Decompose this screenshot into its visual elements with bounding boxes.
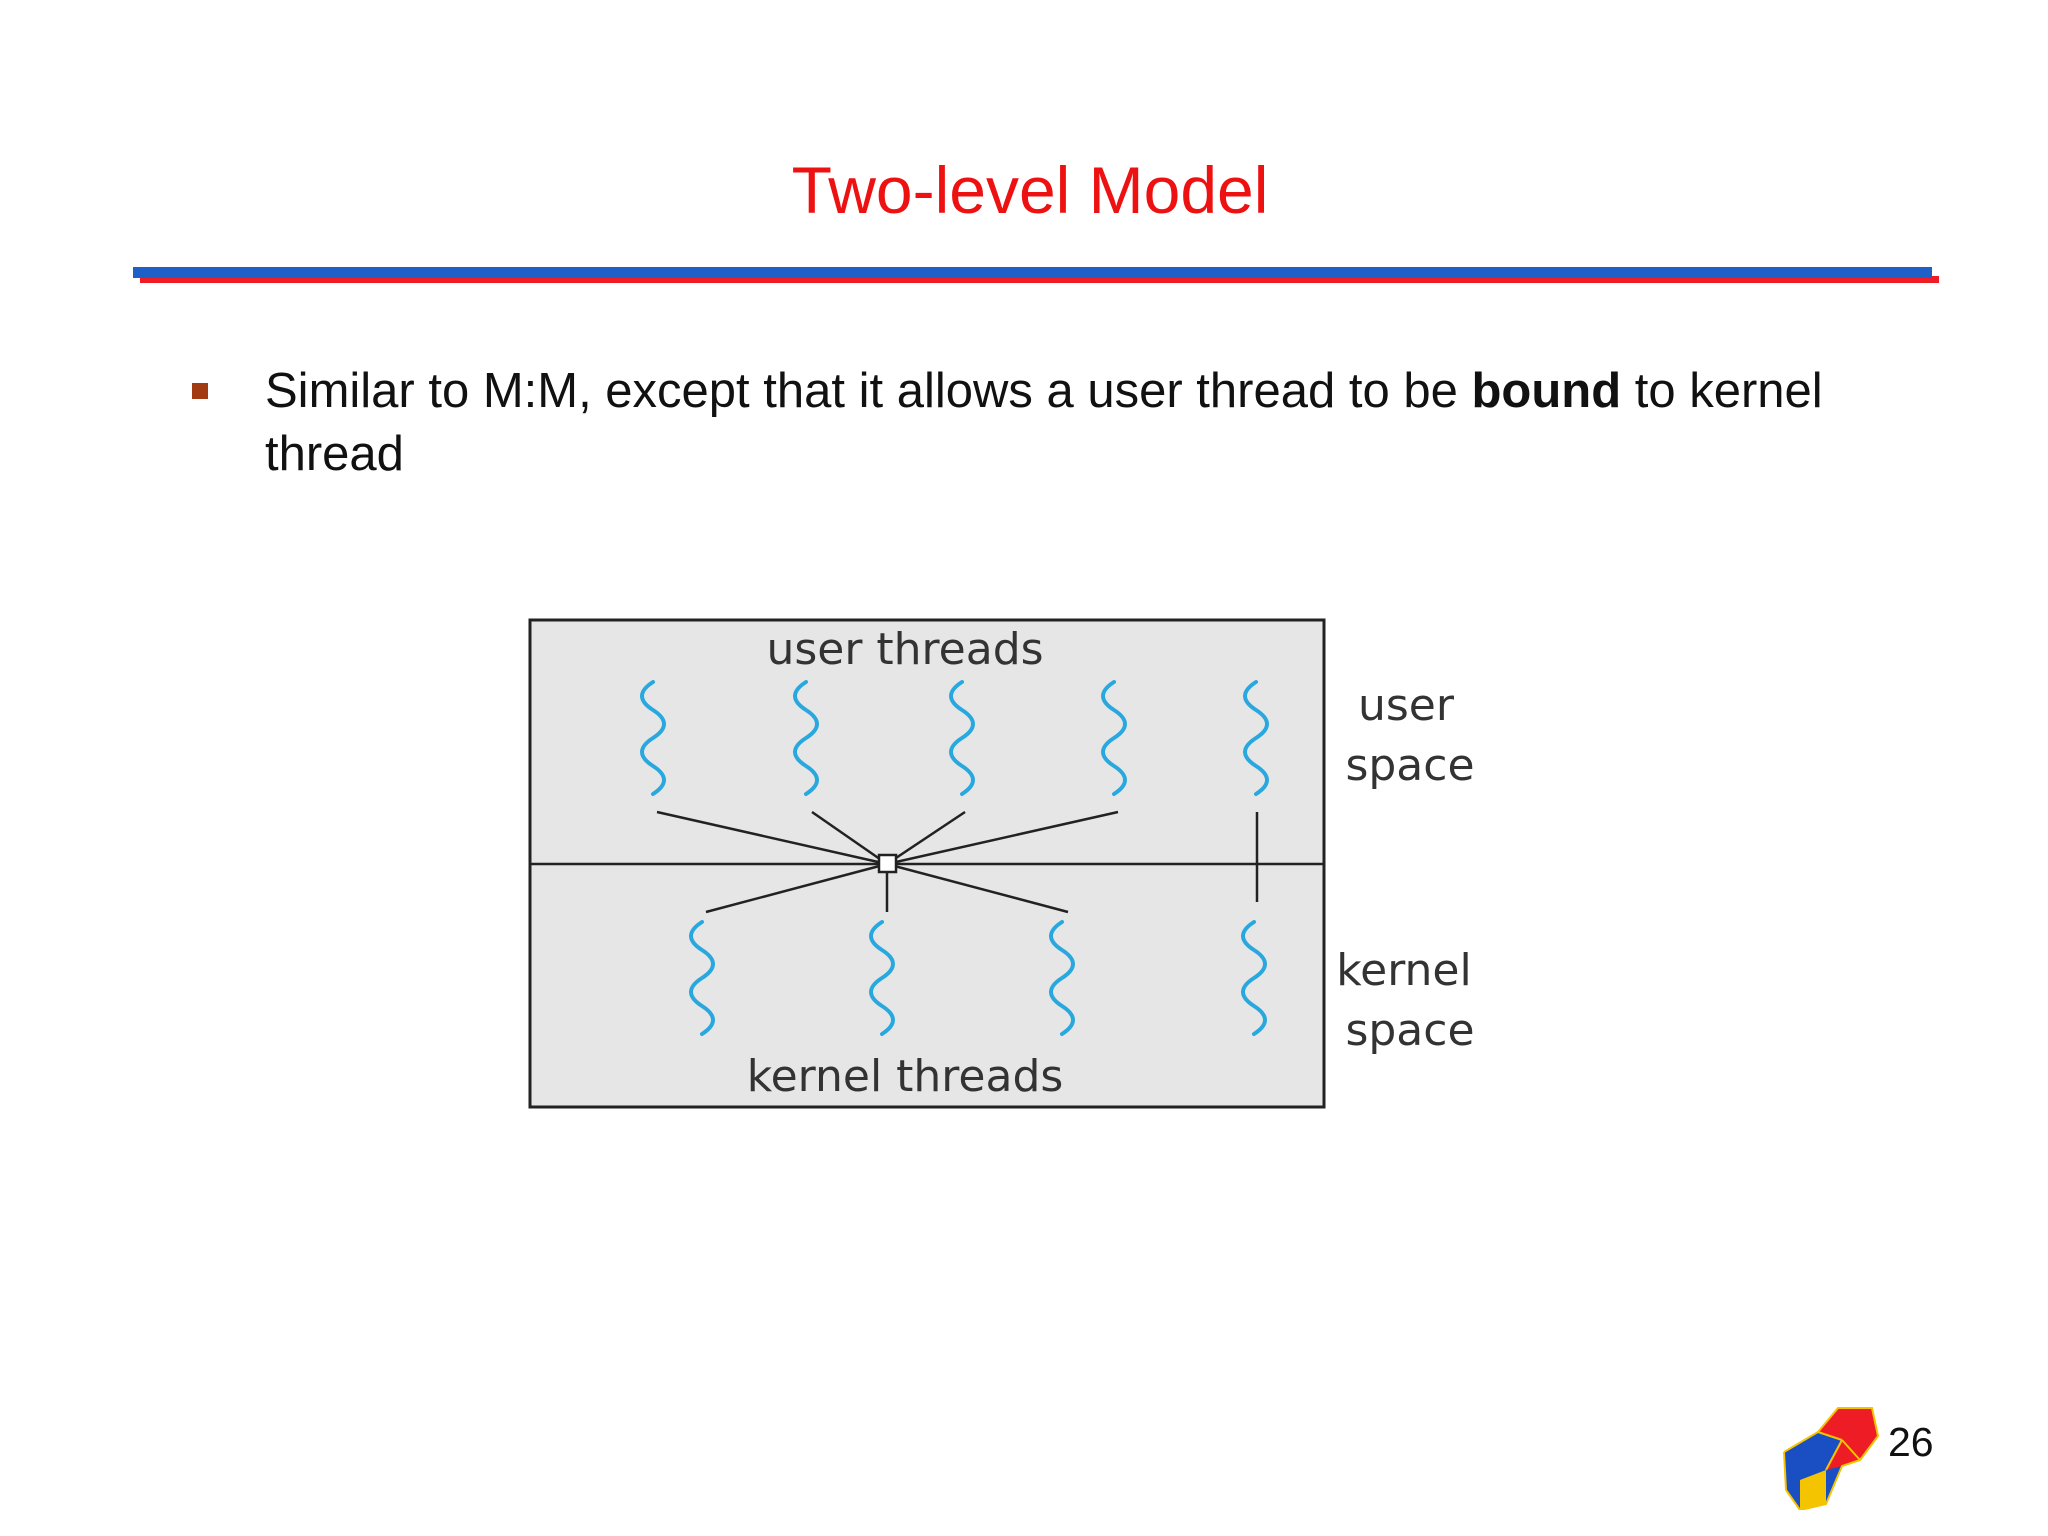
kernel-thread-squiggle xyxy=(1049,920,1075,1036)
user-thread-squiggle xyxy=(640,680,666,796)
kernel-thread-squiggle xyxy=(689,920,715,1036)
connection-line xyxy=(811,810,888,866)
kernel-thread-squiggle xyxy=(869,920,895,1036)
user-threads-label: user threads xyxy=(766,624,1043,675)
kernel-thread-squiggle xyxy=(1241,920,1267,1036)
kernel-space-label-line2: space xyxy=(1345,1005,1474,1056)
user-thread-squiggle xyxy=(1101,680,1127,796)
title-underline-blue xyxy=(133,267,1932,278)
user-thread-squiggle xyxy=(1243,680,1269,796)
bullet-bold-word: bound xyxy=(1471,364,1622,418)
page-number: 26 xyxy=(1888,1419,1934,1465)
user-thread-squiggle xyxy=(793,680,819,796)
kernel-space-label-line1: kernel xyxy=(1336,945,1471,996)
user-space-label-line2: space xyxy=(1345,740,1474,791)
connection-line xyxy=(886,810,966,866)
slide-title: Two-level Model xyxy=(791,153,1269,227)
bullet-text: Similar to M:M, except that it allows a … xyxy=(265,360,1825,486)
user-thread-squiggle xyxy=(949,680,975,796)
multiplexed-connections xyxy=(656,810,1119,914)
user-thread-squiggles xyxy=(640,680,1269,796)
title-underline-red xyxy=(140,276,1939,283)
bullet-text-after: to kernel thread xyxy=(265,364,1823,481)
connection-line xyxy=(705,862,888,914)
kernel-threads-label: kernel threads xyxy=(747,1051,1064,1102)
user-space-label-line1: user xyxy=(1358,680,1455,731)
bullet-marker xyxy=(192,383,208,399)
connection-line xyxy=(656,810,888,866)
connection-line xyxy=(886,810,1119,866)
arrow-logo-icon xyxy=(1783,1407,1880,1510)
kernel-thread-squiggles xyxy=(689,920,1267,1036)
connection-line xyxy=(886,862,1069,914)
bullet-text-before: Similar to M:M, except that it allows a … xyxy=(265,364,1472,418)
multiplexer-node xyxy=(877,853,898,874)
